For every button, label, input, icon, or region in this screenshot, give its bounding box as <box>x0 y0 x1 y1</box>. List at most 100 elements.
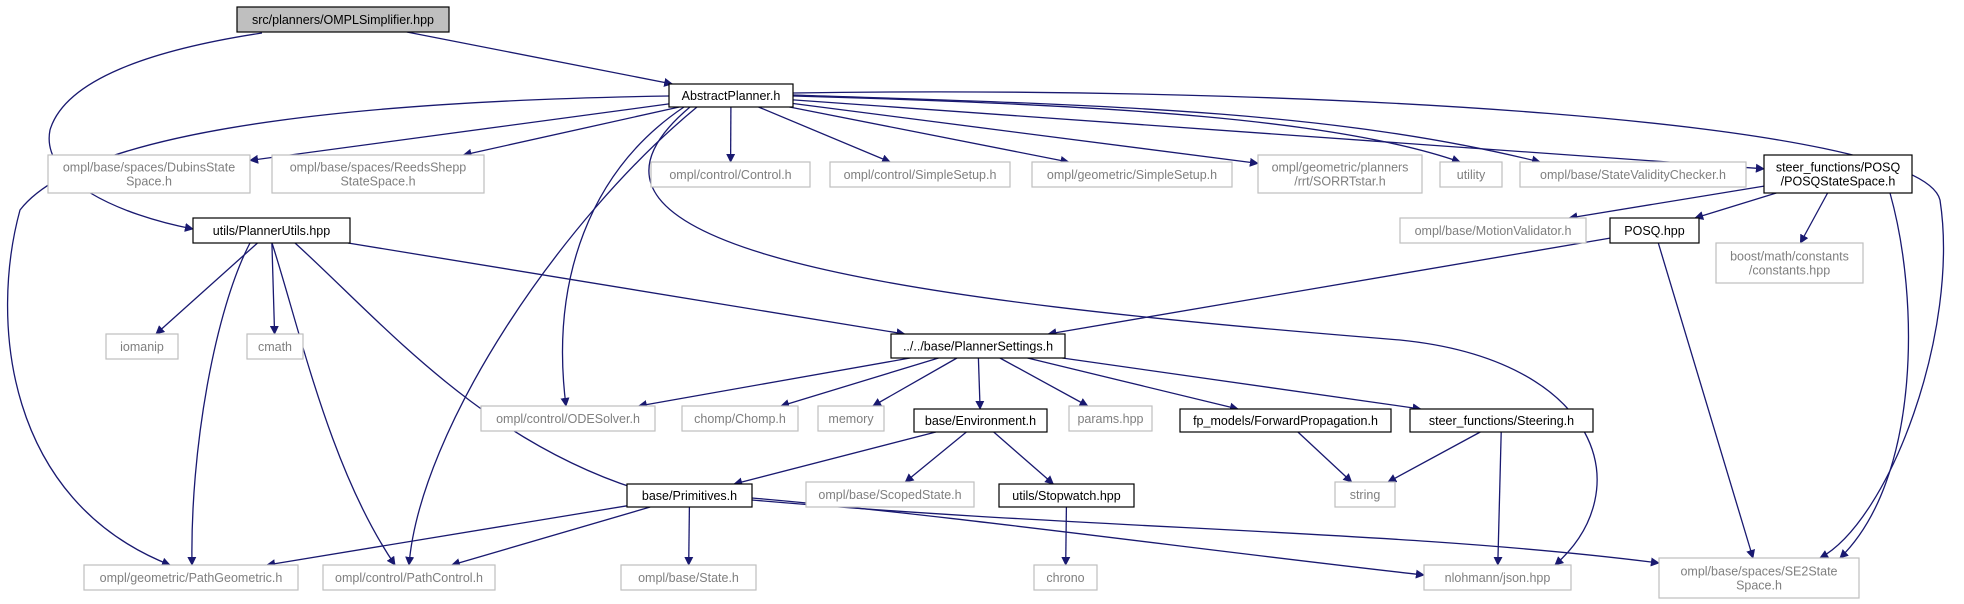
node-cmath: cmath <box>246 333 304 360</box>
node-label: AbstractPlanner.h <box>682 89 781 103</box>
node-label: utility <box>1457 168 1486 182</box>
node-motionval: ompl/base/MotionValidator.h <box>1399 217 1587 244</box>
edge-primitives-to-state <box>684 506 694 566</box>
node-iomanip: iomanip <box>105 333 179 360</box>
node-box <box>1409 408 1594 433</box>
node-label: steer_functions/Steering.h <box>1429 414 1574 428</box>
node-box <box>668 83 794 108</box>
edges-layer <box>6 31 1944 579</box>
node-box <box>1519 161 1747 188</box>
edge-steering-to-json <box>1493 431 1503 566</box>
node-json: nlohmann/json.hpp <box>1423 564 1572 591</box>
node-box <box>105 333 179 360</box>
node-box <box>829 161 1011 188</box>
node-label: ompl/base/StateValidityChecker.h <box>1540 168 1726 182</box>
edge-settings-to-odesolver <box>637 357 911 410</box>
node-steering[interactable]: steer_functions/Steering.h <box>1409 408 1594 433</box>
node-label: ompl/base/spaces/SE2State <box>1680 565 1837 579</box>
node-params: params.hpp <box>1068 405 1153 432</box>
node-pathgeom: ompl/geometric/PathGeometric.h <box>83 564 299 591</box>
edge-fwdprop-to-string <box>1297 431 1353 483</box>
node-label: chomp/Chomp.h <box>694 412 786 426</box>
edge-abstract-to-odesolver <box>560 106 685 407</box>
node-label: Space.h <box>1736 579 1782 593</box>
node-box <box>805 481 975 508</box>
node-label: Space.h <box>126 175 172 189</box>
node-string: string <box>1334 481 1396 508</box>
node-fwdprop[interactable]: fp_models/ForwardPropagation.h <box>1179 408 1392 433</box>
node-box <box>1399 217 1587 244</box>
node-label: ompl/control/PathControl.h <box>335 571 483 585</box>
node-label: ../../base/PlannerSettings.h <box>903 340 1053 354</box>
node-svc: ompl/base/StateValidityChecker.h <box>1519 161 1747 188</box>
edge-environment-to-scopedstate <box>904 431 967 483</box>
node-primitives[interactable]: base/Primitives.h <box>626 483 753 508</box>
node-box <box>626 483 753 508</box>
node-memory: memory <box>817 405 885 432</box>
node-label: ompl/control/Control.h <box>669 168 791 182</box>
node-label: params.hpp <box>1077 412 1143 426</box>
node-box <box>681 405 799 432</box>
node-box <box>47 154 251 194</box>
edge-abstract-to-json <box>648 106 1598 566</box>
node-label: ompl/base/MotionValidator.h <box>1415 224 1572 238</box>
edge-steering-to-string <box>1387 431 1481 483</box>
edge-settings-to-fwdprop <box>1027 357 1239 412</box>
edge-plannerutils-to-cmath <box>269 242 279 335</box>
node-label: nlohmann/json.hpp <box>1445 571 1551 585</box>
node-box <box>1763 154 1913 194</box>
node-label: utils/Stopwatch.hpp <box>1012 489 1120 503</box>
edge-settings-to-memory <box>872 357 958 407</box>
edge-environment-to-stopwatch <box>993 431 1054 485</box>
node-box <box>1658 557 1860 599</box>
node-label: ompl/base/State.h <box>638 571 739 585</box>
edge-primitives-to-se2 <box>751 499 1660 567</box>
edge-posqhpp-to-settings <box>1047 237 1611 338</box>
edge-primitives-to-json <box>751 497 1425 579</box>
edge-posqss-to-motionval <box>1568 185 1765 222</box>
node-box <box>236 6 450 33</box>
edge-abstract-to-gsetup <box>789 106 1070 165</box>
node-box <box>1031 161 1233 188</box>
edge-posqss-to-boostconst <box>1799 192 1829 244</box>
node-environment[interactable]: base/Environment.h <box>913 408 1048 433</box>
node-label: boost/math/constants <box>1730 250 1849 264</box>
node-label: ompl/geometric/planners <box>1272 161 1409 175</box>
node-label: memory <box>828 412 874 426</box>
node-box <box>890 333 1066 359</box>
node-box <box>83 564 299 591</box>
node-settings[interactable]: ../../base/PlannerSettings.h <box>890 333 1066 359</box>
edge-abstract-to-csetup <box>758 106 891 164</box>
node-root[interactable]: src/planners/OMPLSimplifier.hpp <box>236 6 450 33</box>
node-plannerutils[interactable]: utils/PlannerUtils.hpp <box>192 217 351 244</box>
nodes-layer: src/planners/OMPLSimplifier.hppAbstractP… <box>47 6 1913 599</box>
edge-primitives-to-pathgeom <box>266 505 628 569</box>
node-stopwatch[interactable]: utils/Stopwatch.hpp <box>998 483 1135 508</box>
node-abstract[interactable]: AbstractPlanner.h <box>668 83 794 108</box>
node-posqhpp[interactable]: POSQ.hpp <box>1609 217 1700 244</box>
edge-plannerutils-to-pathgeom <box>187 242 251 566</box>
edge-posqhpp-to-se2 <box>1657 242 1755 559</box>
node-box <box>1715 242 1864 284</box>
node-label: ompl/control/ODESolver.h <box>496 412 640 426</box>
node-box <box>271 154 485 194</box>
node-posqss[interactable]: steer_functions/POSQ/POSQStateSpace.h <box>1763 154 1913 194</box>
edge-abstract-to-reeds <box>462 106 680 158</box>
edge-settings-to-params <box>999 357 1089 407</box>
node-state: ompl/base/State.h <box>620 564 757 591</box>
node-label: /constants.hpp <box>1749 264 1830 278</box>
node-label: chrono <box>1046 571 1084 585</box>
node-box <box>1609 217 1700 244</box>
node-label: ompl/base/spaces/ReedsShepp <box>290 161 467 175</box>
node-gsetup: ompl/geometric/SimpleSetup.h <box>1031 161 1233 188</box>
edge-abstract-to-sorrt <box>792 102 1259 167</box>
node-box <box>650 161 811 188</box>
node-label: src/planners/OMPLSimplifier.hpp <box>252 13 434 27</box>
node-label: ompl/geometric/SimpleSetup.h <box>1047 168 1217 182</box>
edge-plannerutils-to-settings <box>347 242 906 338</box>
node-utility: utility <box>1439 161 1503 188</box>
edge-root-to-abstract <box>406 31 674 87</box>
edge-environment-to-primitives <box>733 431 937 487</box>
